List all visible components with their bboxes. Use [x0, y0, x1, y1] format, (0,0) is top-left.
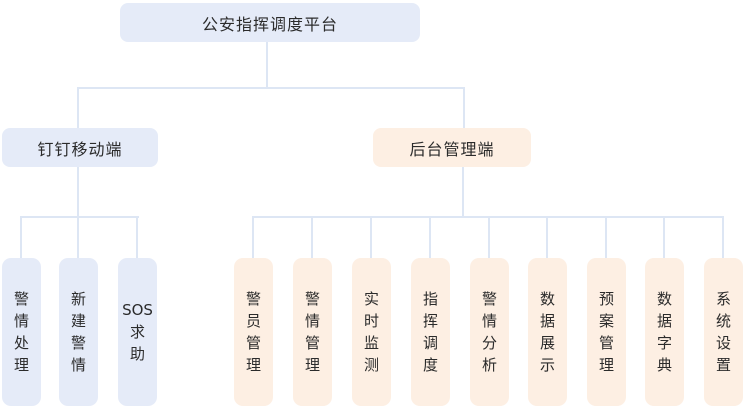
node-platform-root: 公安指挥调度平台 [120, 3, 420, 42]
node-label: SOS 求 助 [122, 301, 153, 363]
node-label: 警 情 处 理 [13, 290, 29, 374]
node-system-settings: 系 统 设 置 [704, 258, 743, 406]
node-plan-management: 预 案 管 理 [587, 258, 626, 406]
node-officer-management: 警 员 管 理 [234, 258, 273, 406]
node-label: 系 统 设 置 [715, 290, 731, 374]
connector-drop-backend-child-7 [605, 217, 607, 258]
connector-drop-backend-child-4 [429, 217, 431, 258]
node-incident-handling: 警 情 处 理 [2, 258, 41, 406]
connector-mobile-horizontal [20, 216, 139, 218]
connector-drop-mobile-child-2 [77, 217, 79, 258]
connector-root-down [266, 42, 268, 88]
node-dingtalk-mobile: 钉钉移动端 [2, 128, 158, 167]
node-data-display: 数 据 展 示 [528, 258, 567, 406]
connector-drop-backend-child-9 [722, 217, 724, 258]
node-new-incident: 新 建 警 情 [59, 258, 98, 406]
node-label: 数 据 展 示 [539, 290, 555, 374]
connector-drop-backend-child-2 [311, 217, 313, 258]
node-incident-analysis: 警 情 分 析 [470, 258, 509, 406]
node-label: 公安指挥调度平台 [201, 14, 338, 34]
node-label: 后台管理端 [409, 139, 495, 159]
node-incident-management: 警 情 管 理 [293, 258, 332, 406]
node-label: 钉钉移动端 [37, 139, 123, 159]
connector-backend-down [462, 167, 464, 217]
connector-drop-backend [463, 88, 465, 129]
node-label: 警 员 管 理 [245, 290, 261, 374]
node-label: 新 建 警 情 [70, 290, 86, 374]
connector-drop-backend-child-5 [488, 217, 490, 258]
node-label: 指 挥 调 度 [422, 290, 438, 374]
connector-mobile-down [77, 167, 79, 217]
connector-drop-mobile-child-3 [136, 217, 138, 258]
node-label: 实 时 监 测 [363, 290, 379, 374]
node-label: 预 案 管 理 [598, 290, 614, 374]
node-backend-management: 后台管理端 [373, 128, 531, 167]
node-label: 数 据 字 典 [656, 290, 672, 374]
connector-level1-horizontal [77, 87, 465, 89]
connector-drop-mobile-child-1 [20, 217, 22, 258]
connector-drop-backend-child-3 [370, 217, 372, 258]
connector-drop-backend-child-8 [663, 217, 665, 258]
node-sos-help: SOS 求 助 [118, 258, 157, 406]
node-data-dictionary: 数 据 字 典 [645, 258, 684, 406]
connector-drop-mobile [77, 88, 79, 129]
node-command-dispatch: 指 挥 调 度 [411, 258, 450, 406]
node-label: 警 情 分 析 [481, 290, 497, 374]
node-label: 警 情 管 理 [304, 290, 320, 374]
node-realtime-monitoring: 实 时 监 测 [352, 258, 391, 406]
connector-drop-backend-child-6 [546, 217, 548, 258]
connector-drop-backend-child-1 [252, 217, 254, 258]
